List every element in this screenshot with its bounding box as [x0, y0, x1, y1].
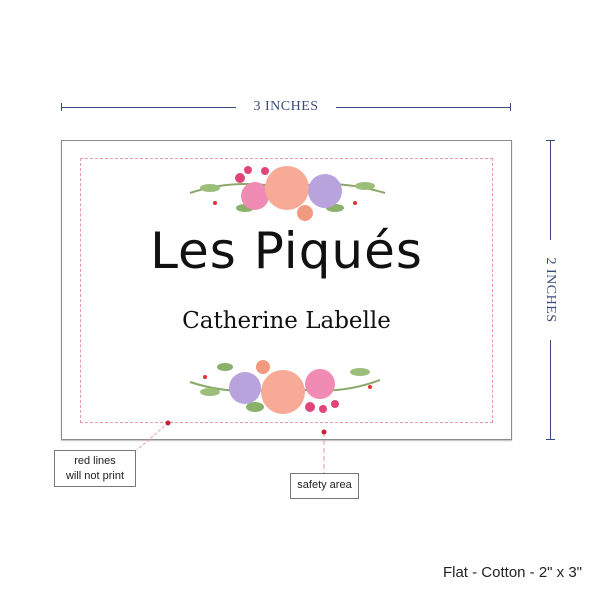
- label-title: Les Piqués: [150, 222, 423, 280]
- bottom-floral-icon: [189, 360, 381, 414]
- callout-line-2: will not print: [65, 470, 125, 482]
- label-name: Catherine Labelle: [182, 308, 391, 334]
- safety-area-callout: safety area: [290, 473, 359, 499]
- width-dimension-line: [61, 103, 511, 111]
- red-lines-callout: red lines will not print: [54, 450, 136, 487]
- width-label: 3 INCHES: [236, 99, 336, 115]
- top-floral-icon: [189, 166, 386, 221]
- callout-line-1: red lines: [74, 455, 116, 467]
- product-spec: Flat - Cotton - 2" x 3": [442, 564, 582, 581]
- safety-area-outline: [80, 158, 493, 423]
